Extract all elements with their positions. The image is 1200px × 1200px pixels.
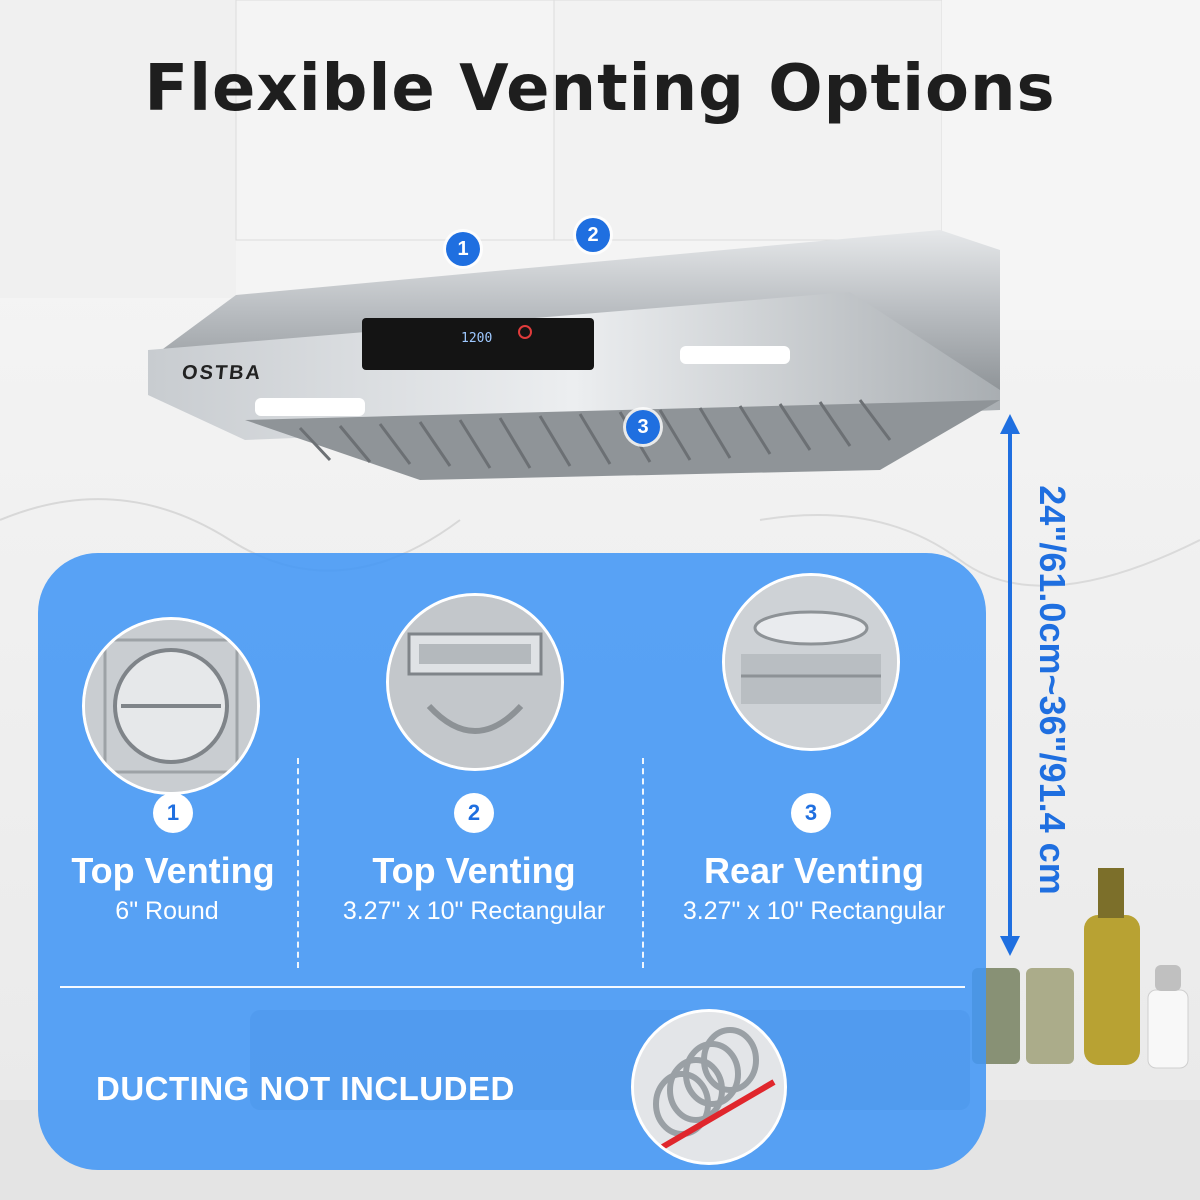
option-detail-2: 3.27" x 10" Rectangular [342,897,606,925]
option-divider-2 [642,758,644,968]
cabinet-right [553,0,943,241]
rear-vent-photo [722,573,900,751]
page-title: Flexible Venting Options [144,52,1056,126]
option-heading-2: Top Venting [372,850,576,891]
option-detail-3: 3.27" x 10" Rectangular [682,897,946,925]
cabinet-center [235,0,555,241]
vent-marker-1: 1 [446,232,480,266]
cabinet-left [0,0,236,298]
hood-light-left [255,398,365,416]
top-rect-vent-photo [386,593,564,771]
salt-shaker [1147,989,1189,1069]
panel-divider [60,986,965,988]
venting-option-2: 2 Top Venting 3.27" x 10" Rectangular [300,553,640,1170]
option-divider-1 [297,758,299,968]
ducting-notice: DUCTING NOT INCLUDED [96,1070,515,1107]
option-number-1: 1 [153,793,193,833]
hood-light-right [680,346,790,364]
option-detail-1: 6" Round [115,897,219,925]
venting-option-1: 1 Top Venting 6" Round [38,553,298,1170]
option-heading-3: Rear Venting [703,850,925,891]
option-heading-1: Top Venting [71,850,275,891]
top-round-vent-photo [82,617,260,795]
installation-height-label: 24"/61.0cm~36"/91.4 cm [1032,485,1073,895]
control-panel [362,318,594,370]
not-included-slash-icon [652,1079,776,1155]
flex-duct-photo [631,1009,787,1165]
venting-options-panel: 1 Top Venting 6" Round 2 Top Venting 3.2… [38,553,986,1170]
hood-brand-logo: OSTBA [180,362,264,384]
venting-option-3: 3 Rear Venting 3.27" x 10" Rectangular [645,553,975,1170]
vent-marker-2: 2 [576,218,610,252]
vent-marker-3: 3 [626,410,660,444]
spice-jar-2 [1026,968,1074,1064]
oil-bottle [1084,915,1140,1065]
panel-display-reading: 1200 [461,331,493,346]
option-number-3: 3 [791,793,831,833]
option-number-2: 2 [454,793,494,833]
